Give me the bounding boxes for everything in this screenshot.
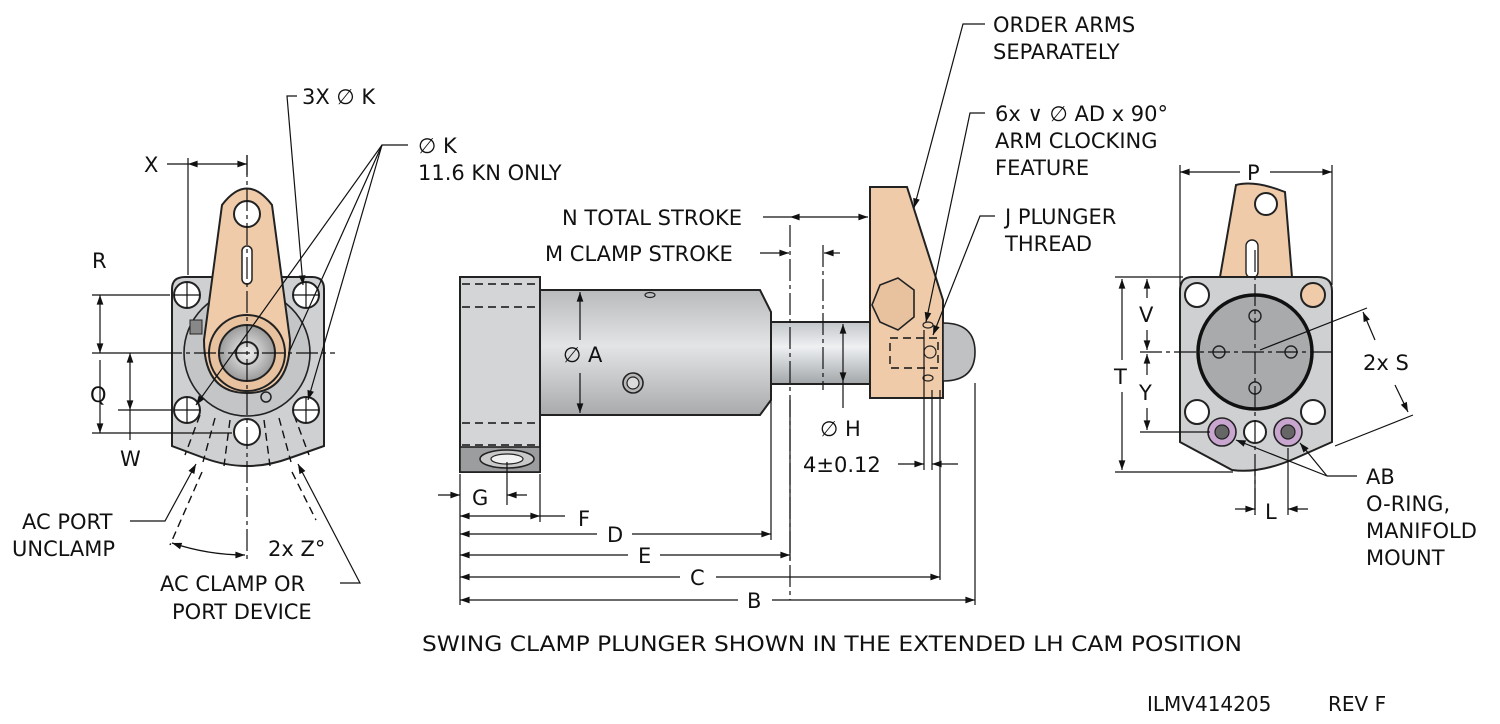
ac-clamp-label-1: AC CLAMP OR: [160, 572, 305, 596]
ab-label-2: O-RING,: [1366, 492, 1450, 516]
dia-h-label: ∅ H: [820, 417, 861, 441]
left-end-view: X R Q W 3X ∅ K ∅ K 11.6 KN ONLY AC PORT …: [12, 85, 562, 624]
oring-left: [1207, 417, 1237, 447]
dim-b-label: B: [747, 589, 761, 613]
small-port: [260, 391, 272, 403]
arm-hex-nut: [871, 277, 915, 331]
clocking-label-1: 6x ∨ ∅ AD x 90°: [995, 102, 1168, 126]
ac-clamp-label-2: PORT DEVICE: [172, 600, 312, 624]
dim-p-label: P: [1247, 161, 1260, 185]
m-clamp-stroke-label: M CLAMP STROKE: [545, 242, 733, 266]
ab-label-3: MANIFOLD: [1366, 519, 1477, 543]
plunger-tip: [942, 322, 976, 382]
dim-s-label: 2x S: [1363, 351, 1409, 375]
dim-q-label: Q: [90, 383, 107, 407]
j-plunger-label-2: THREAD: [1004, 232, 1092, 256]
side-view: N TOTAL STROKE M CLAMP STROKE ∅ A ∅ H 4±…: [438, 13, 1168, 613]
dim-w-label: W: [120, 447, 141, 471]
dim-c-label: C: [690, 566, 705, 590]
dim-l-label: L: [1265, 500, 1277, 524]
tolerance-label: 4±0.12: [803, 453, 881, 477]
ac-unclamp-label-1: AC PORT: [22, 510, 113, 534]
j-plunger-label-1: J PLUNGER: [1003, 205, 1116, 229]
k3-label: 3X ∅ K: [302, 85, 376, 109]
ab-label-1: AB: [1366, 465, 1395, 489]
cylinder-vent: [644, 291, 656, 299]
k-only-label-1: ∅ K: [418, 134, 458, 158]
dim-t-label: T: [1113, 365, 1127, 389]
right-arm-hole: [1254, 192, 1278, 216]
flange-block: [459, 276, 541, 473]
dim-r-label: R: [92, 249, 107, 273]
dim-d-label: D: [607, 523, 623, 547]
oring-right: [1273, 417, 1303, 447]
clocking-label-2: ARM CLOCKING: [995, 129, 1158, 153]
right-arm-slot: [1245, 239, 1259, 279]
dim-f-label: F: [578, 507, 590, 531]
right-end-view: P T V Y 2x S L AB O-RING, MANIFOLD MOUNT: [1113, 161, 1477, 570]
dim-e-label: E: [638, 544, 651, 568]
drawing-caption: SWING CLAMP PLUNGER SHOWN IN THE EXTENDE…: [422, 632, 1242, 656]
z-angle-label: 2x Z°: [268, 537, 325, 561]
keyed-hole: [1300, 282, 1326, 308]
dim-x-label: X: [144, 153, 158, 177]
ab-label-4: MOUNT: [1366, 546, 1445, 570]
ac-unclamp-label-2: UNCLAMP: [12, 537, 115, 561]
dim-v-label: V: [1139, 303, 1154, 327]
dim-y-label: Y: [1138, 381, 1152, 405]
dia-a-label: ∅ A: [563, 343, 603, 367]
revision: REV F: [1328, 692, 1386, 716]
order-arms-label-1: ORDER ARMS: [993, 13, 1135, 37]
port-hidden-lines: [184, 414, 310, 467]
order-arms-label-2: SEPARATELY: [993, 40, 1120, 64]
k-only-label-2: 11.6 KN ONLY: [418, 161, 562, 185]
drawing-number: ILMV414205: [1147, 692, 1271, 716]
stop-pin: [189, 319, 203, 335]
clocking-label-3: FEATURE: [995, 156, 1089, 180]
dim-g-label: G: [472, 486, 488, 510]
n-total-stroke-label: N TOTAL STROKE: [562, 206, 742, 230]
